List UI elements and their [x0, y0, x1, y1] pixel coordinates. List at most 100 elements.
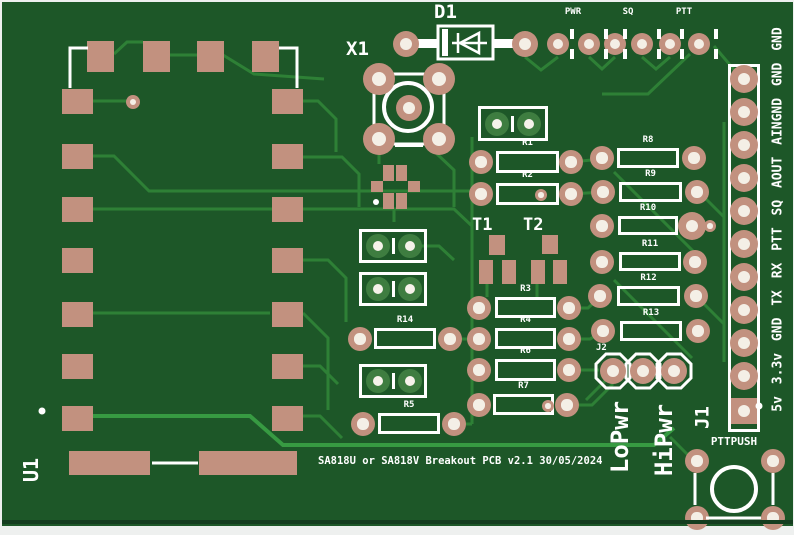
pad[interactable] — [591, 180, 615, 204]
smd-pad[interactable] — [252, 41, 279, 72]
pad[interactable] — [631, 33, 653, 55]
jumper-pad[interactable] — [485, 112, 509, 136]
pad[interactable] — [557, 327, 581, 351]
pad[interactable] — [678, 212, 706, 240]
pad[interactable] — [469, 150, 493, 174]
pad[interactable] — [730, 263, 758, 291]
smd-pad[interactable] — [396, 165, 407, 181]
pad[interactable] — [423, 123, 455, 155]
pad[interactable] — [761, 506, 785, 530]
pad[interactable] — [363, 123, 395, 155]
jumper-pad[interactable] — [398, 277, 422, 301]
jumper-pad[interactable] — [398, 369, 422, 393]
pad[interactable] — [467, 327, 491, 351]
pad[interactable] — [363, 63, 395, 95]
pad[interactable] — [557, 296, 581, 320]
pin1-square-pad[interactable] — [731, 398, 757, 424]
jumper-pad[interactable] — [366, 277, 390, 301]
pad[interactable] — [685, 506, 709, 530]
smd-pad[interactable] — [272, 248, 303, 273]
pad[interactable] — [393, 31, 419, 57]
pad[interactable] — [686, 319, 710, 343]
smd-pad[interactable] — [502, 260, 516, 284]
pad[interactable] — [590, 250, 614, 274]
smd-pad[interactable] — [199, 451, 297, 475]
smd-pad[interactable] — [87, 41, 114, 72]
smd-pad[interactable] — [272, 406, 303, 431]
pad[interactable] — [661, 358, 687, 384]
pad[interactable] — [730, 197, 758, 225]
pad[interactable] — [761, 449, 785, 473]
smd-pad[interactable] — [62, 302, 93, 327]
smd-pad[interactable] — [272, 354, 303, 379]
pad[interactable] — [688, 33, 710, 55]
smd-pad[interactable] — [479, 260, 493, 284]
pad[interactable] — [684, 284, 708, 308]
pad[interactable] — [730, 131, 758, 159]
pad[interactable] — [512, 31, 538, 57]
via[interactable] — [535, 189, 547, 201]
pad[interactable] — [578, 33, 600, 55]
smd-pad[interactable] — [383, 165, 394, 181]
pad[interactable] — [588, 284, 612, 308]
via[interactable] — [704, 220, 716, 232]
smd-pad[interactable] — [383, 193, 394, 209]
smd-pad[interactable] — [197, 41, 224, 72]
smd-pad[interactable] — [62, 144, 93, 169]
pad[interactable] — [590, 214, 614, 238]
pad[interactable] — [685, 449, 709, 473]
pad[interactable] — [591, 319, 615, 343]
smd-pad[interactable] — [69, 451, 150, 475]
pad[interactable] — [630, 358, 656, 384]
smd-pad[interactable] — [531, 260, 545, 284]
pad[interactable] — [396, 95, 422, 121]
smd-pad[interactable] — [272, 144, 303, 169]
pad[interactable] — [683, 250, 707, 274]
smd-pad[interactable] — [62, 197, 93, 222]
smd-pad[interactable] — [371, 181, 383, 192]
pad[interactable] — [730, 164, 758, 192]
pad[interactable] — [730, 296, 758, 324]
pad[interactable] — [600, 358, 626, 384]
pad[interactable] — [423, 63, 455, 95]
pad[interactable] — [590, 146, 614, 170]
pad[interactable] — [348, 327, 372, 351]
pad[interactable] — [442, 412, 466, 436]
smd-pad[interactable] — [272, 89, 303, 114]
jumper-pad[interactable] — [398, 234, 422, 258]
jumper-pad[interactable] — [366, 369, 390, 393]
pad[interactable] — [467, 296, 491, 320]
pad[interactable] — [547, 33, 569, 55]
pad[interactable] — [730, 329, 758, 357]
pad[interactable] — [555, 393, 579, 417]
pad[interactable] — [659, 33, 681, 55]
smd-pad[interactable] — [62, 248, 93, 273]
pad[interactable] — [469, 182, 493, 206]
pad[interactable] — [557, 358, 581, 382]
smd-pad[interactable] — [272, 197, 303, 222]
pad[interactable] — [351, 412, 375, 436]
pad[interactable] — [438, 327, 462, 351]
pad[interactable] — [467, 358, 491, 382]
via[interactable] — [126, 95, 140, 109]
smd-pad[interactable] — [143, 41, 170, 72]
smd-pad[interactable] — [489, 235, 505, 255]
pad[interactable] — [730, 230, 758, 258]
smd-pad[interactable] — [396, 193, 407, 209]
smd-pad[interactable] — [272, 302, 303, 327]
pad[interactable] — [730, 65, 758, 93]
pad[interactable] — [559, 182, 583, 206]
pad[interactable] — [682, 146, 706, 170]
smd-pad[interactable] — [542, 235, 558, 254]
pad[interactable] — [730, 362, 758, 390]
smd-pad[interactable] — [62, 89, 93, 114]
smd-pad[interactable] — [408, 181, 420, 192]
pad[interactable] — [604, 33, 626, 55]
pad[interactable] — [685, 180, 709, 204]
jumper-pad[interactable] — [517, 112, 541, 136]
pad[interactable] — [559, 150, 583, 174]
smd-pad[interactable] — [62, 354, 93, 379]
via[interactable] — [542, 400, 554, 412]
smd-pad[interactable] — [553, 260, 567, 284]
